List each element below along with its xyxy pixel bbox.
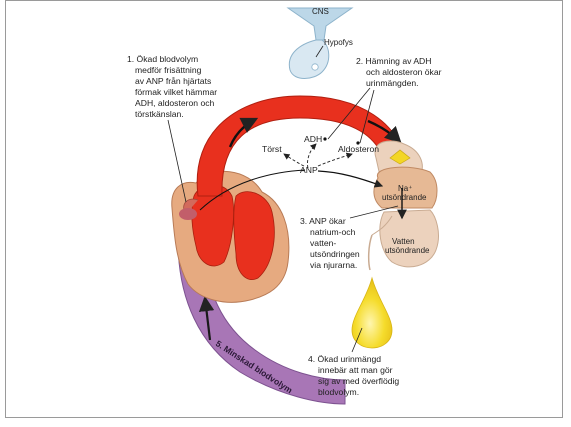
svg-text:3. ANP ökar: 3. ANP ökar — [300, 216, 346, 226]
pituitary-label: Hypofys — [324, 38, 353, 47]
inhibit-aldosterone-arrow — [318, 154, 352, 166]
svg-text:utsöndrande: utsöndrande — [385, 246, 430, 255]
heart — [172, 171, 289, 302]
svg-text:förmak vilket hämmar: förmak vilket hämmar — [135, 87, 217, 97]
svg-text:blodvolym.: blodvolym. — [318, 387, 359, 397]
adh-label: ADH — [304, 134, 322, 144]
step3-text: 3. ANP ökar natrium-och vatten- utsöndri… — [300, 216, 360, 270]
svg-text:medför frisättning: medför frisättning — [135, 65, 202, 75]
svg-text:via njurarna.: via njurarna. — [310, 260, 357, 270]
svg-text:utsöndrande: utsöndrande — [382, 193, 427, 202]
svg-text:1. Ökad blodvolym: 1. Ökad blodvolym — [127, 54, 198, 64]
cns-label: CNS — [312, 7, 329, 16]
svg-text:av ANP från hjärtats: av ANP från hjärtats — [135, 76, 211, 86]
svg-text:Na⁺: Na⁺ — [398, 184, 412, 193]
thirst-label: Törst — [262, 144, 282, 154]
anp-to-kidney-arrow — [318, 171, 382, 186]
svg-text:4. Ökad urinmängd: 4. Ökad urinmängd — [308, 354, 381, 364]
svg-text:sig av med överflödig: sig av med överflödig — [318, 376, 399, 386]
svg-text:vatten-: vatten- — [310, 238, 336, 248]
svg-text:törstkänslan.: törstkänslan. — [135, 109, 184, 119]
svg-text:Vatten: Vatten — [392, 237, 415, 246]
svg-text:och aldosteron ökar: och aldosteron ökar — [366, 67, 442, 77]
aldosterone-label: Aldosteron — [338, 144, 379, 154]
svg-text:utsöndringen: utsöndringen — [310, 249, 360, 259]
svg-text:ADH, aldosteron och: ADH, aldosteron och — [135, 98, 215, 108]
step1-text: 1. Ökad blodvolym medför frisättning av … — [127, 54, 217, 119]
step4-text: 4. Ökad urinmängd innebär att man gör si… — [308, 354, 399, 397]
step2-text: 2. Hämning av ADH och aldosteron ökar ur… — [356, 56, 442, 88]
svg-text:innebär att man gör: innebär att man gör — [318, 365, 393, 375]
svg-text:natrium-och: natrium-och — [310, 227, 356, 237]
anp-label: ANP — [300, 165, 318, 175]
svg-text:urinmängden.: urinmängden. — [366, 78, 419, 88]
svg-text:2. Hämning av ADH: 2. Hämning av ADH — [356, 56, 431, 66]
